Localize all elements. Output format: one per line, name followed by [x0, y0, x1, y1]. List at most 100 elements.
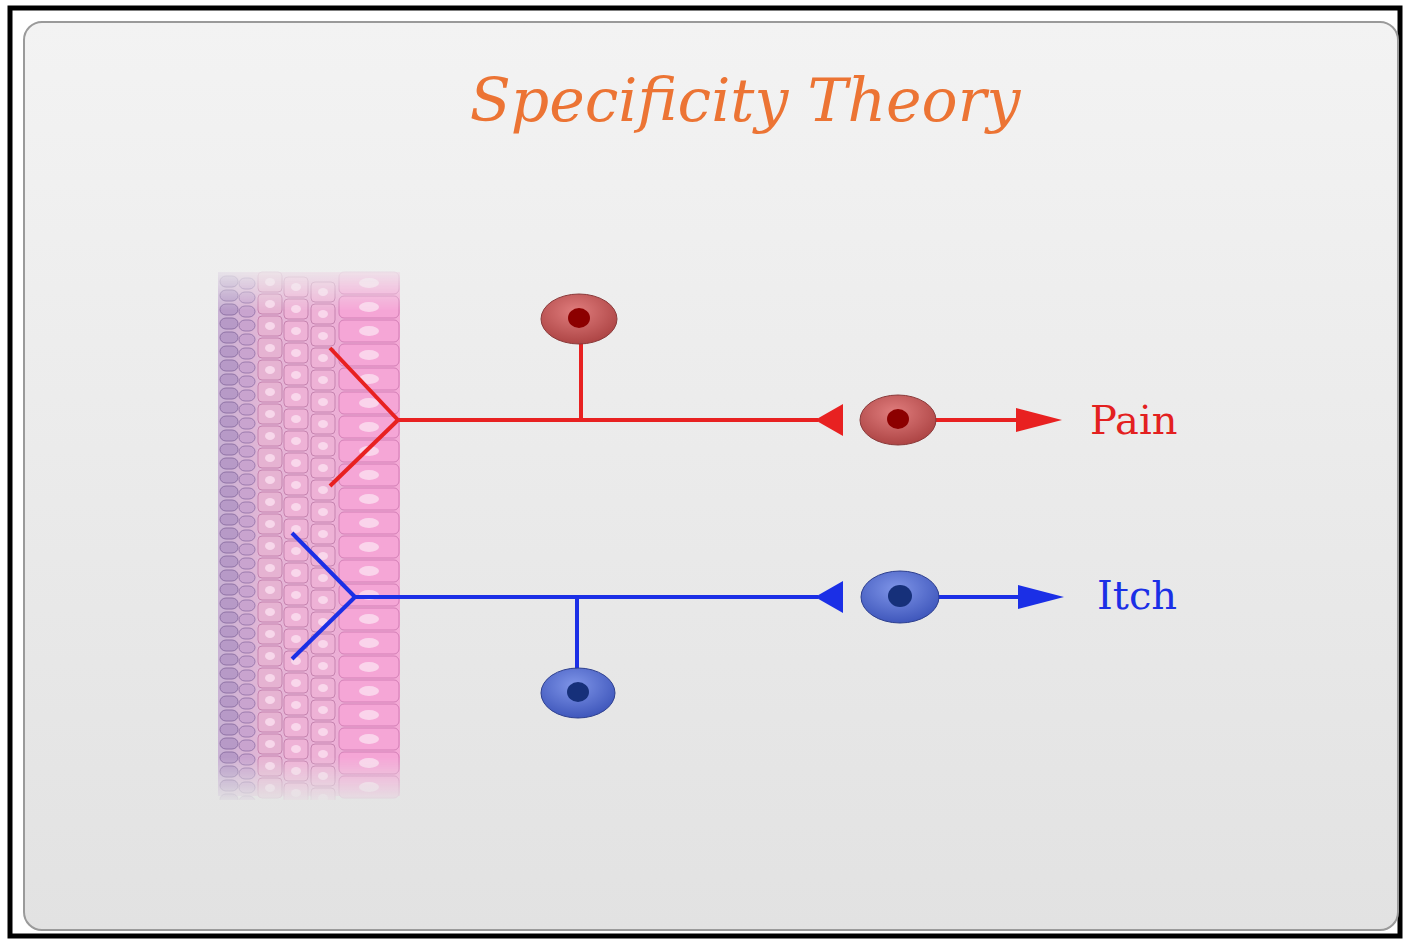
skin-cell	[258, 734, 282, 754]
skin-cell	[220, 514, 238, 525]
skin-cell	[220, 402, 238, 413]
cell-nucleus	[318, 596, 328, 604]
skin-cell	[339, 536, 399, 558]
cell-nucleus	[318, 706, 328, 714]
skin-cell	[311, 458, 335, 478]
skin-cell	[258, 492, 282, 512]
cell-nucleus	[265, 784, 275, 792]
skin-cell	[258, 514, 282, 534]
skin-cell	[239, 614, 255, 625]
cell-nucleus	[359, 614, 379, 624]
cell-nucleus	[265, 410, 275, 418]
skin-cell	[220, 668, 238, 679]
skin-cell	[284, 321, 308, 341]
skin-cell	[239, 782, 255, 793]
cell-nucleus	[291, 723, 301, 731]
cell-nucleus	[359, 710, 379, 720]
cell-nucleus	[318, 354, 328, 362]
skin-cell	[284, 673, 308, 693]
skin-cell	[239, 670, 255, 681]
skin-cell	[220, 360, 238, 371]
cell-nucleus	[318, 750, 328, 758]
skin-cell	[339, 296, 399, 318]
cell-nucleus	[359, 662, 379, 672]
skin-cell	[284, 409, 308, 429]
skin-cell	[220, 332, 238, 343]
skin-cell	[239, 432, 255, 443]
skin-cell	[311, 700, 335, 720]
cell-nucleus	[291, 481, 301, 489]
skin-cell	[284, 453, 308, 473]
skin-cell	[258, 360, 282, 380]
skin-cell	[220, 752, 238, 763]
skin-cell	[220, 780, 238, 791]
skin-cell	[239, 404, 255, 415]
skin-cell	[239, 572, 255, 583]
skin-cell	[220, 612, 238, 623]
skin-cell	[284, 387, 308, 407]
skin-cell	[220, 654, 238, 665]
cell-nucleus	[291, 525, 301, 533]
cell-nucleus	[265, 344, 275, 352]
cell-nucleus	[291, 503, 301, 511]
skin-cell	[339, 632, 399, 654]
cell-nucleus	[291, 591, 301, 599]
skin-cell	[284, 277, 308, 297]
skin-cell	[239, 502, 255, 513]
skin-cell	[311, 766, 335, 786]
skin-cell	[284, 739, 308, 759]
skin-cell	[220, 458, 238, 469]
skin-cell	[258, 558, 282, 578]
cell-nucleus	[318, 772, 328, 780]
skin-cell	[284, 497, 308, 517]
skin-cell	[284, 717, 308, 737]
skin-ground	[218, 272, 400, 796]
cell-nucleus	[291, 789, 301, 797]
skin-cell	[284, 365, 308, 385]
title-wrap: Specificity Theory	[470, 65, 1021, 135]
cell-nucleus	[318, 464, 328, 472]
cell-nucleus	[265, 542, 275, 550]
cell-nucleus	[318, 442, 328, 450]
cell-nucleus	[265, 432, 275, 440]
skin-cell	[258, 756, 282, 776]
skin-cell	[284, 695, 308, 715]
skin-cell	[220, 598, 238, 609]
cell-nucleus	[265, 652, 275, 660]
skin-cell	[220, 794, 238, 805]
cell-nucleus	[265, 608, 275, 616]
skin-cell	[239, 474, 255, 485]
cell-nucleus	[359, 470, 379, 480]
cell-nucleus	[291, 569, 301, 577]
cell-nucleus	[359, 326, 379, 336]
skin-cell	[239, 334, 255, 345]
skin-cell	[239, 278, 255, 289]
skin-cell	[220, 304, 238, 315]
skin-cell	[339, 752, 399, 774]
cell-nucleus	[359, 734, 379, 744]
cell-nucleus	[359, 686, 379, 696]
skin-cell	[339, 488, 399, 510]
skin-cell	[284, 299, 308, 319]
skin-cell	[220, 486, 238, 497]
skin-cell	[258, 404, 282, 424]
cell-nucleus	[291, 393, 301, 401]
skin-cell	[239, 726, 255, 737]
skin-cell	[339, 680, 399, 702]
cell-nucleus	[265, 762, 275, 770]
cell-nucleus	[359, 518, 379, 528]
skin-cell	[339, 656, 399, 678]
cell-nucleus	[291, 701, 301, 709]
cell-nucleus	[318, 794, 328, 802]
cell-nucleus	[291, 437, 301, 445]
skin-cell	[339, 776, 399, 798]
skin-cell	[284, 563, 308, 583]
skin-cell	[258, 668, 282, 688]
skin-cell	[258, 646, 282, 666]
skin-cell	[220, 570, 238, 581]
skin-cell	[339, 344, 399, 366]
cell-nucleus	[265, 674, 275, 682]
cell-nucleus	[265, 498, 275, 506]
skin-cell	[258, 536, 282, 556]
